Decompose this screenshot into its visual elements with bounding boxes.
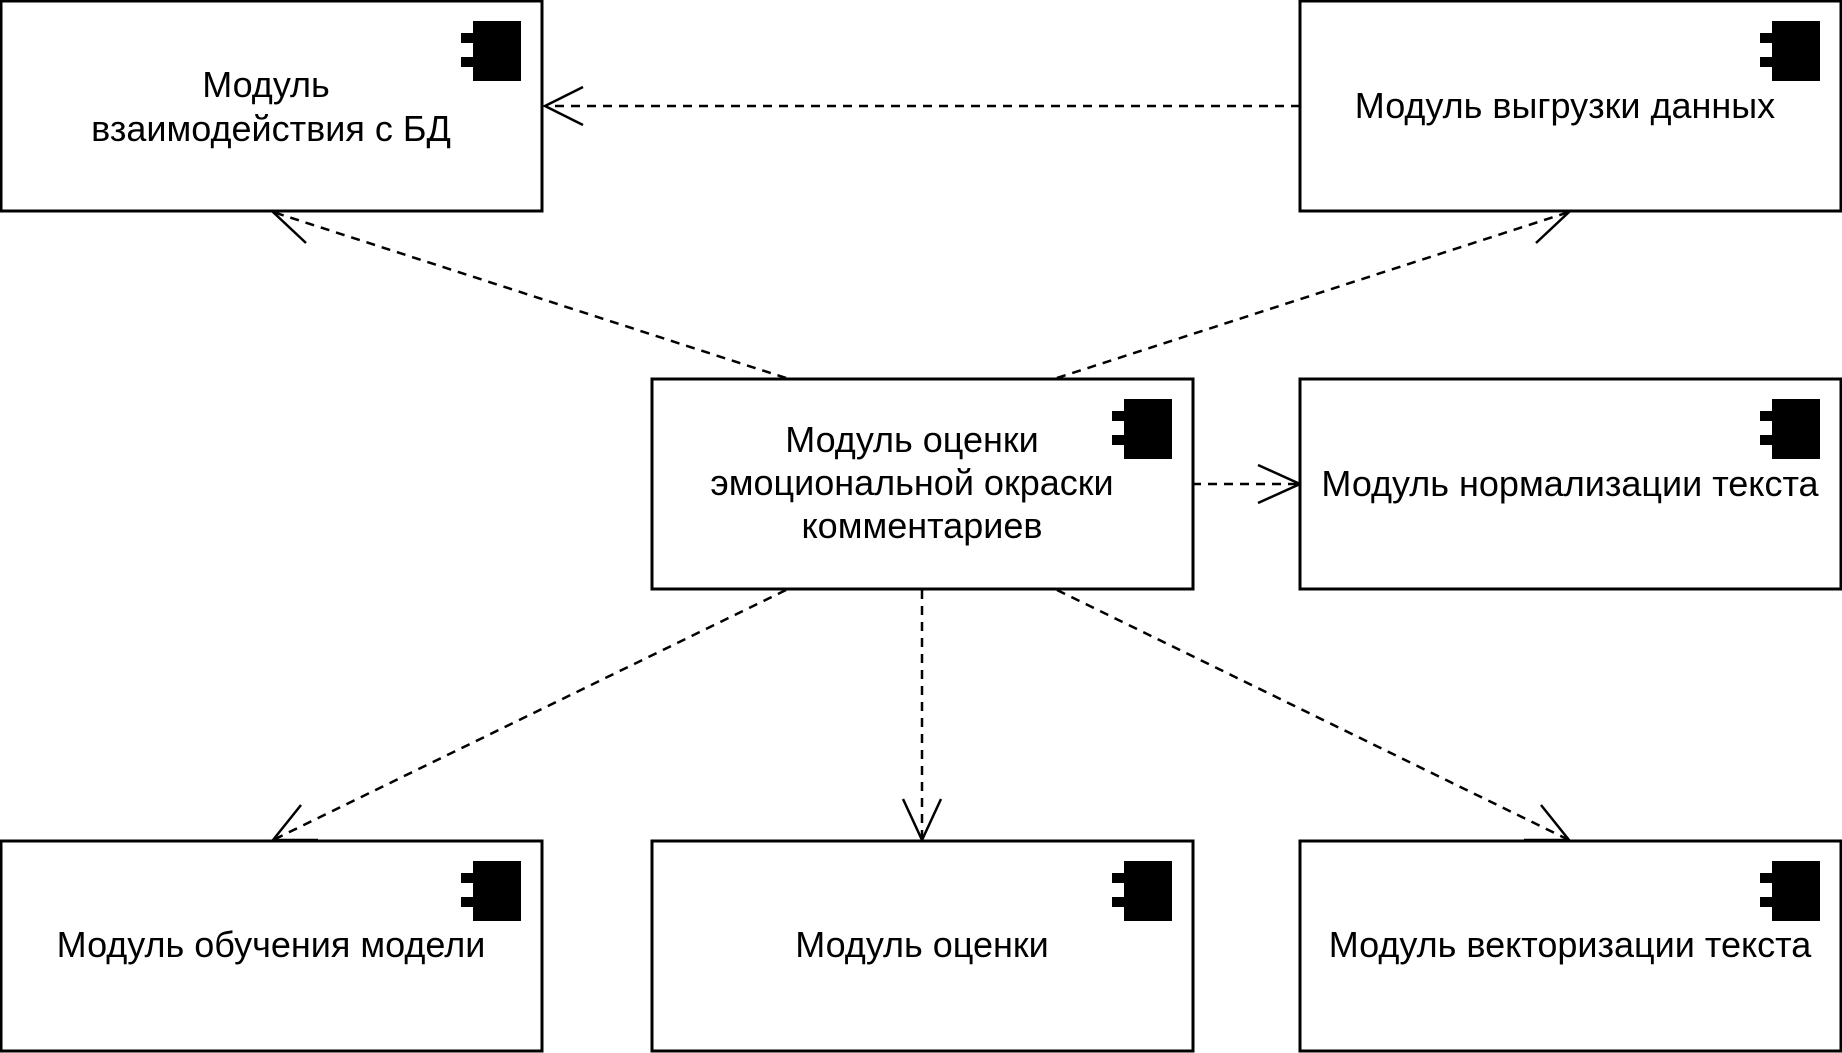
label-line: взаимодействия с БД [91, 108, 451, 149]
component-data-export[interactable]: Модуль выгрузки данных [1298, 0, 1842, 213]
label-line: Модуль нормализации текста [1321, 463, 1819, 504]
label-line: Модуль обучения модели [57, 924, 486, 965]
component-label: Модуль векторизации текста [1329, 924, 1812, 965]
component-label: Модуль нормализации текста [1321, 463, 1819, 504]
component-text-normalization[interactable]: Модуль нормализации текста [1298, 377, 1842, 591]
dependency-arrow-sentiment-to-normalize [1192, 463, 1304, 505]
component-sentiment-evaluation[interactable]: Модуль оценки эмоциональной окраски комм… [650, 377, 1195, 591]
component-label: Модуль взаимодействия с БД [91, 64, 451, 149]
component-db-interaction[interactable]: Модуль взаимодействия с БД [0, 0, 544, 213]
dependency-arrow-sentiment-to-score [901, 590, 943, 843]
label-line: эмоциональной окраски [710, 462, 1113, 503]
label-line: Модуль векторизации текста [1329, 924, 1812, 965]
component-text-vectorization[interactable]: Модуль векторизации текста [1298, 839, 1842, 1053]
dependency-arrow-sentiment-to-export [1056, 204, 1572, 380]
component-label: Модуль выгрузки данных [1355, 85, 1775, 126]
label-line: Модуль выгрузки данных [1355, 85, 1775, 126]
dependency-arrow-sentiment-to-db [270, 204, 787, 380]
component-label: Модуль оценки [795, 924, 1049, 965]
component-label: Модуль оценки эмоциональной окраски комм… [710, 419, 1123, 546]
component-scoring[interactable]: Модуль оценки [650, 839, 1195, 1053]
dependency-arrow-export-to-db [542, 85, 1300, 127]
dependency-arrow-sentiment-to-vectorize [1056, 588, 1572, 842]
label-line: комментариев [802, 505, 1043, 546]
label-line: Модуль оценки [795, 924, 1049, 965]
component-label: Модуль обучения модели [57, 924, 486, 965]
label-line: Модуль [202, 64, 330, 105]
label-line: Модуль оценки [785, 419, 1039, 460]
dependency-arrow-sentiment-to-train [270, 588, 787, 842]
component-model-training[interactable]: Модуль обучения модели [0, 839, 544, 1053]
